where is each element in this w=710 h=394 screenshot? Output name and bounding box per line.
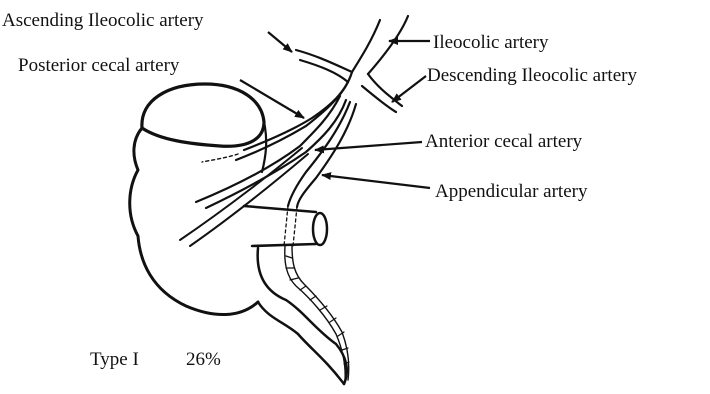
arrow-descending-ileocolic <box>392 76 426 102</box>
arrow-ascending-ileocolic <box>268 32 292 52</box>
pointer-arrows <box>240 32 430 188</box>
arrow-appendicular <box>322 175 430 188</box>
ileum <box>244 206 327 246</box>
caption-percent: 26% <box>186 350 221 369</box>
arrow-posterior-cecal <box>240 80 304 118</box>
label-ileocolic-artery: Ileocolic artery <box>433 33 549 52</box>
caption-type: Type I <box>90 350 139 369</box>
label-posterior-cecal-artery: Posterior cecal artery <box>18 56 179 75</box>
artery-tree <box>180 16 408 246</box>
label-anterior-cecal-artery: Anterior cecal artery <box>425 132 582 151</box>
cecum-outline <box>130 84 266 315</box>
label-appendicular-artery: Appendicular artery <box>435 182 587 201</box>
arrow-anterior-cecal <box>315 142 422 150</box>
label-descending-ileocolic-artery: Descending Ileocolic artery <box>427 66 637 85</box>
appendix <box>258 246 349 384</box>
label-ascending-ileocolic-artery: Ascending Ileocolic artery <box>2 11 204 30</box>
